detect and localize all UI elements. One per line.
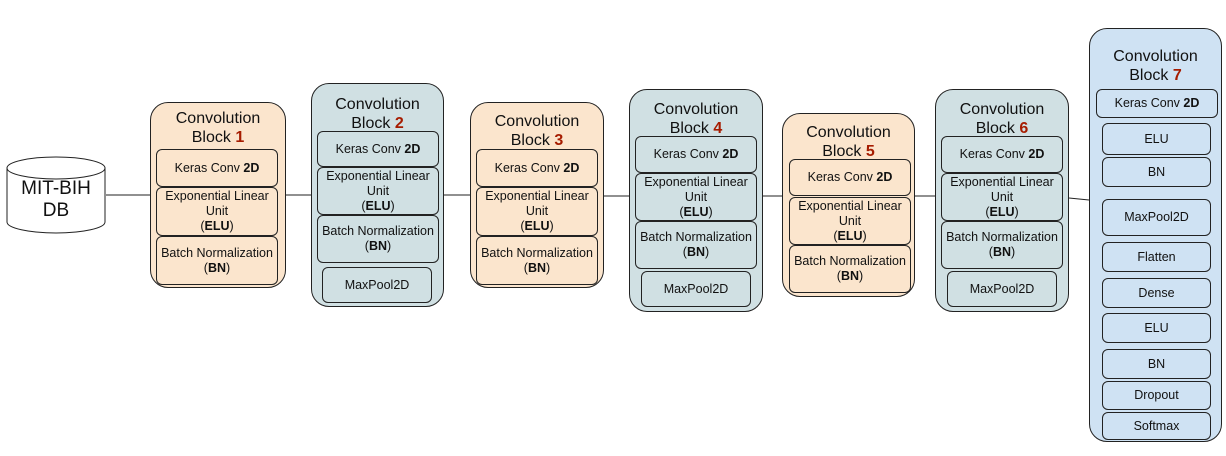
database-label-line2: DB: [42, 200, 70, 221]
layer-elu: Exponential Linear Unit (ELU): [941, 173, 1063, 221]
layer-batch-norm: Batch Normalization (BN): [789, 245, 911, 293]
layer-keras-conv2d: Keras Conv 2D: [317, 131, 439, 167]
layer-keras-conv2d: Keras Conv 2D: [635, 136, 757, 173]
layer-batch-norm: Batch Normalization (BN): [635, 221, 757, 269]
layer-elu: Exponential Linear Unit (ELU): [476, 187, 598, 236]
layer-batch-norm: Batch Normalization (BN): [317, 215, 439, 263]
layer-flatten: Flatten: [1102, 242, 1211, 272]
layer-keras-conv2d: Keras Conv 2D: [789, 159, 911, 196]
layer-elu-2: ELU: [1102, 313, 1211, 343]
layer-bn-2: BN: [1102, 349, 1211, 379]
layer-bn: BN: [1102, 157, 1211, 187]
layer-softmax: Softmax: [1102, 412, 1211, 440]
database-label: MIT-BIH DB: [6, 178, 106, 222]
layer-keras-conv2d: Keras Conv 2D: [941, 136, 1063, 173]
layer-dropout: Dropout: [1102, 381, 1211, 410]
layer-maxpool2d: MaxPool2D: [947, 271, 1057, 307]
layer-batch-norm: Batch Normalization (BN): [476, 236, 598, 285]
layer-maxpool2d: MaxPool2D: [641, 271, 751, 307]
layer-elu: Exponential Linear Unit (ELU): [635, 173, 757, 221]
layer-dense: Dense: [1102, 278, 1211, 308]
layer-keras-conv2d: Keras Conv 2D: [476, 149, 598, 187]
mit-bih-database: MIT-BIH DB: [6, 156, 106, 234]
layer-keras-conv2d: Keras Conv 2D: [156, 149, 278, 187]
layer-elu: ELU: [1102, 123, 1211, 155]
layer-elu: Exponential Linear Unit (ELU): [156, 187, 278, 236]
layer-batch-norm: Batch Normalization (BN): [156, 236, 278, 285]
database-label-line1: MIT-BIH: [21, 178, 91, 199]
layer-elu: Exponential Linear Unit (ELU): [317, 167, 439, 215]
layer-elu: Exponential Linear Unit (ELU): [789, 197, 911, 245]
layer-batch-norm: Batch Normalization (BN): [941, 221, 1063, 269]
database-cylinder-icon: [6, 156, 106, 234]
layer-keras-conv2d: Keras Conv 2D: [1096, 89, 1218, 118]
layer-maxpool2d: MaxPool2D: [322, 267, 432, 303]
layer-maxpool2d: MaxPool2D: [1102, 199, 1211, 236]
